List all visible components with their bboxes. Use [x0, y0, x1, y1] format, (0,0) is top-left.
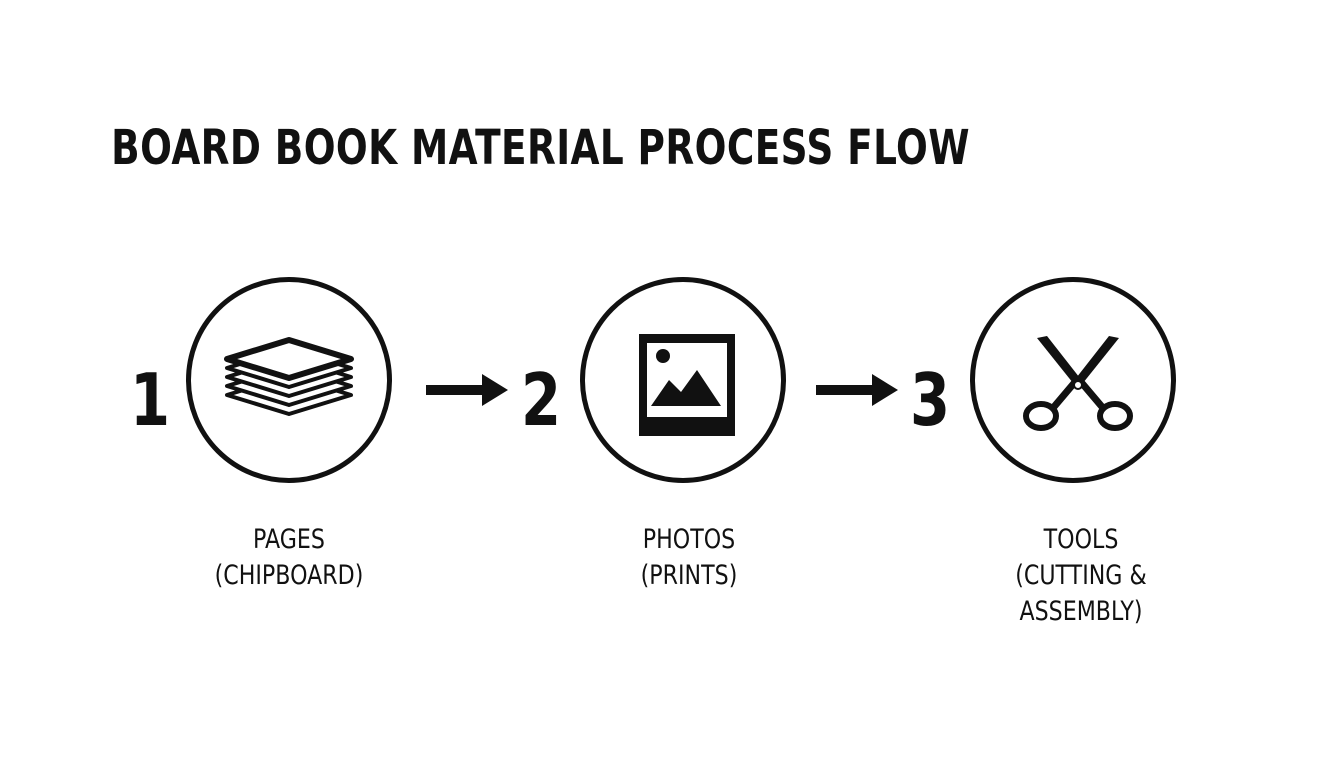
step-3-circle — [970, 277, 1176, 483]
stacked-pages-icon — [224, 337, 354, 416]
step-2-number: 2 — [520, 358, 562, 442]
scissors-icon — [1023, 336, 1133, 431]
step-3-label: TOOLS (CUTTING & ASSEMBLY) — [983, 522, 1180, 630]
step-2-label-line1: PHOTOS — [642, 524, 736, 555]
step-1-label-line2: (CHIPBOARD) — [214, 560, 364, 591]
step-3-label-line2: (CUTTING & — [1015, 560, 1147, 591]
diagram-title: BOARD BOOK MATERIAL PROCESS FLOW — [111, 120, 970, 176]
photo-print-icon — [639, 334, 735, 436]
step-3-label-line1: TOOLS — [1043, 524, 1119, 555]
step-1-label-line1: PAGES — [253, 524, 325, 555]
step-1-circle — [186, 277, 392, 483]
step-2-label: PHOTOS (PRINTS) — [591, 522, 788, 594]
step-1-label: PAGES (CHIPBOARD) — [191, 522, 388, 594]
step-2-circle — [580, 277, 786, 483]
arrow-right-icon — [426, 374, 508, 406]
step-2-label-line2: (PRINTS) — [640, 560, 738, 591]
step-3-number: 3 — [909, 358, 951, 442]
step-1-number: 1 — [129, 358, 171, 442]
arrow-right-icon — [816, 374, 898, 406]
step-3-label-line3: ASSEMBLY) — [1019, 596, 1143, 627]
